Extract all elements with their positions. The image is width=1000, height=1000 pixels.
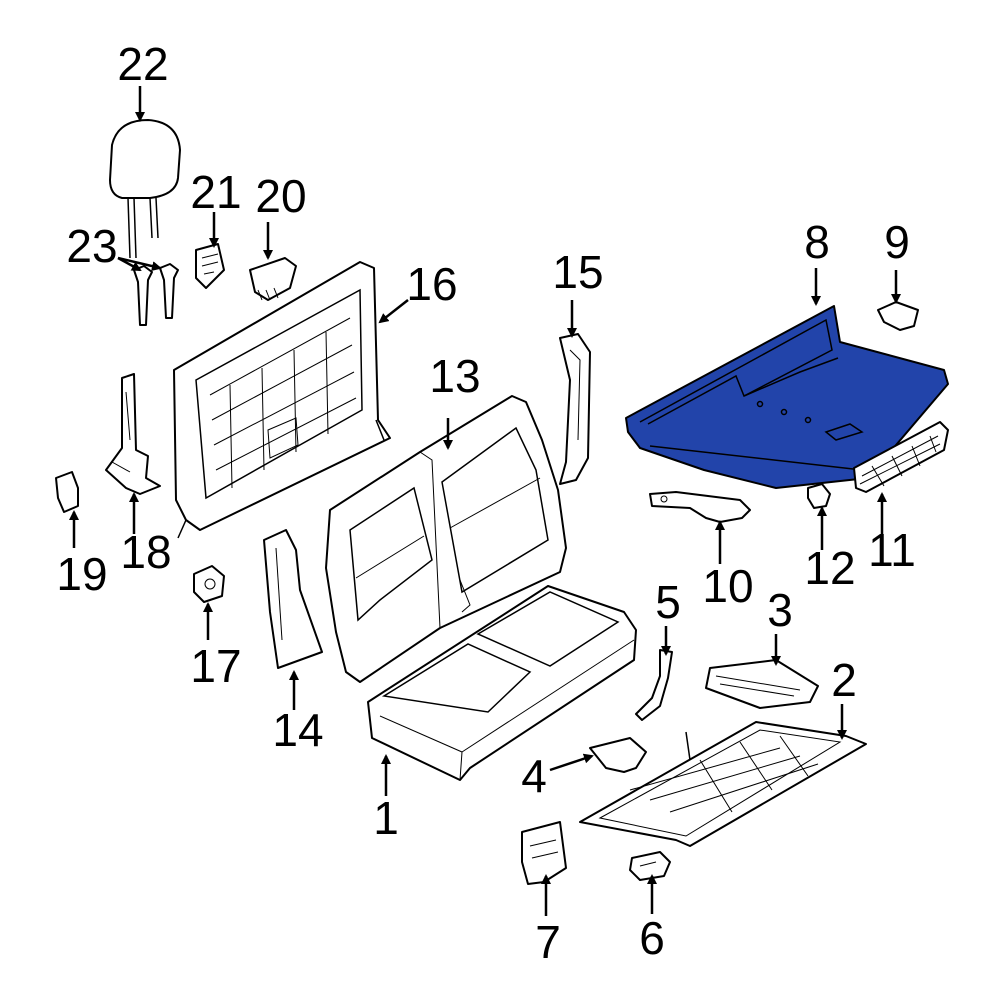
part-11-net bbox=[853, 421, 949, 493]
part-15-trim-panel bbox=[559, 333, 591, 485]
callout-20: 20 bbox=[255, 170, 306, 222]
part-12-fastener bbox=[807, 483, 831, 509]
callout-5: 5 bbox=[655, 576, 681, 628]
part-17-clip bbox=[193, 565, 225, 603]
part-10-bracket bbox=[649, 491, 751, 523]
callout-19: 19 bbox=[56, 548, 107, 600]
part-4-bracket bbox=[589, 737, 647, 773]
callout-7: 7 bbox=[535, 916, 561, 968]
callout-14: 14 bbox=[272, 704, 323, 756]
part-1-seat-cushion bbox=[367, 585, 637, 781]
callout-1: 1 bbox=[373, 792, 399, 844]
leader-23b bbox=[117, 256, 162, 272]
part-2-seat-frame bbox=[579, 721, 867, 847]
callout-8: 8 bbox=[804, 216, 830, 268]
part-19-cover bbox=[55, 471, 79, 513]
callout-3: 3 bbox=[767, 584, 793, 636]
part-18-bracket bbox=[105, 373, 161, 495]
part-9-clip bbox=[877, 301, 919, 331]
callout-13: 13 bbox=[429, 350, 480, 402]
leader-4 bbox=[549, 753, 594, 772]
part-20-latch bbox=[249, 257, 297, 301]
callout-9: 9 bbox=[884, 216, 910, 268]
callout-16: 16 bbox=[406, 258, 457, 310]
callout-15: 15 bbox=[552, 246, 603, 298]
part-14-side-trim bbox=[263, 529, 323, 669]
callout-2: 2 bbox=[831, 654, 857, 706]
callout-10: 10 bbox=[702, 560, 753, 612]
leader-16 bbox=[378, 299, 409, 324]
leader-arrows bbox=[69, 86, 901, 916]
part-23-guides bbox=[133, 263, 179, 326]
part-21-clip bbox=[195, 243, 225, 289]
callout-labels: 22 21 20 23 16 13 15 8 9 18 19 17 14 1 1… bbox=[56, 38, 915, 968]
callout-6: 6 bbox=[639, 912, 665, 964]
part-6-latch bbox=[629, 851, 671, 881]
part-5-strap bbox=[635, 649, 673, 721]
part-3-module bbox=[705, 659, 819, 709]
part-16-seatback-frame bbox=[173, 261, 391, 539]
part-13-seatback-cushion bbox=[325, 395, 567, 683]
callout-4: 4 bbox=[521, 750, 547, 802]
callout-22: 22 bbox=[117, 38, 168, 90]
callout-18: 18 bbox=[120, 526, 171, 578]
part-22-headrest bbox=[109, 119, 181, 259]
callout-11: 11 bbox=[868, 524, 916, 576]
callout-12: 12 bbox=[804, 542, 855, 594]
part-8-cargo-tray bbox=[625, 305, 949, 489]
callout-21: 21 bbox=[190, 166, 241, 218]
callout-23: 23 bbox=[66, 220, 117, 272]
part-7-trim bbox=[521, 821, 567, 885]
callout-17: 17 bbox=[190, 640, 241, 692]
